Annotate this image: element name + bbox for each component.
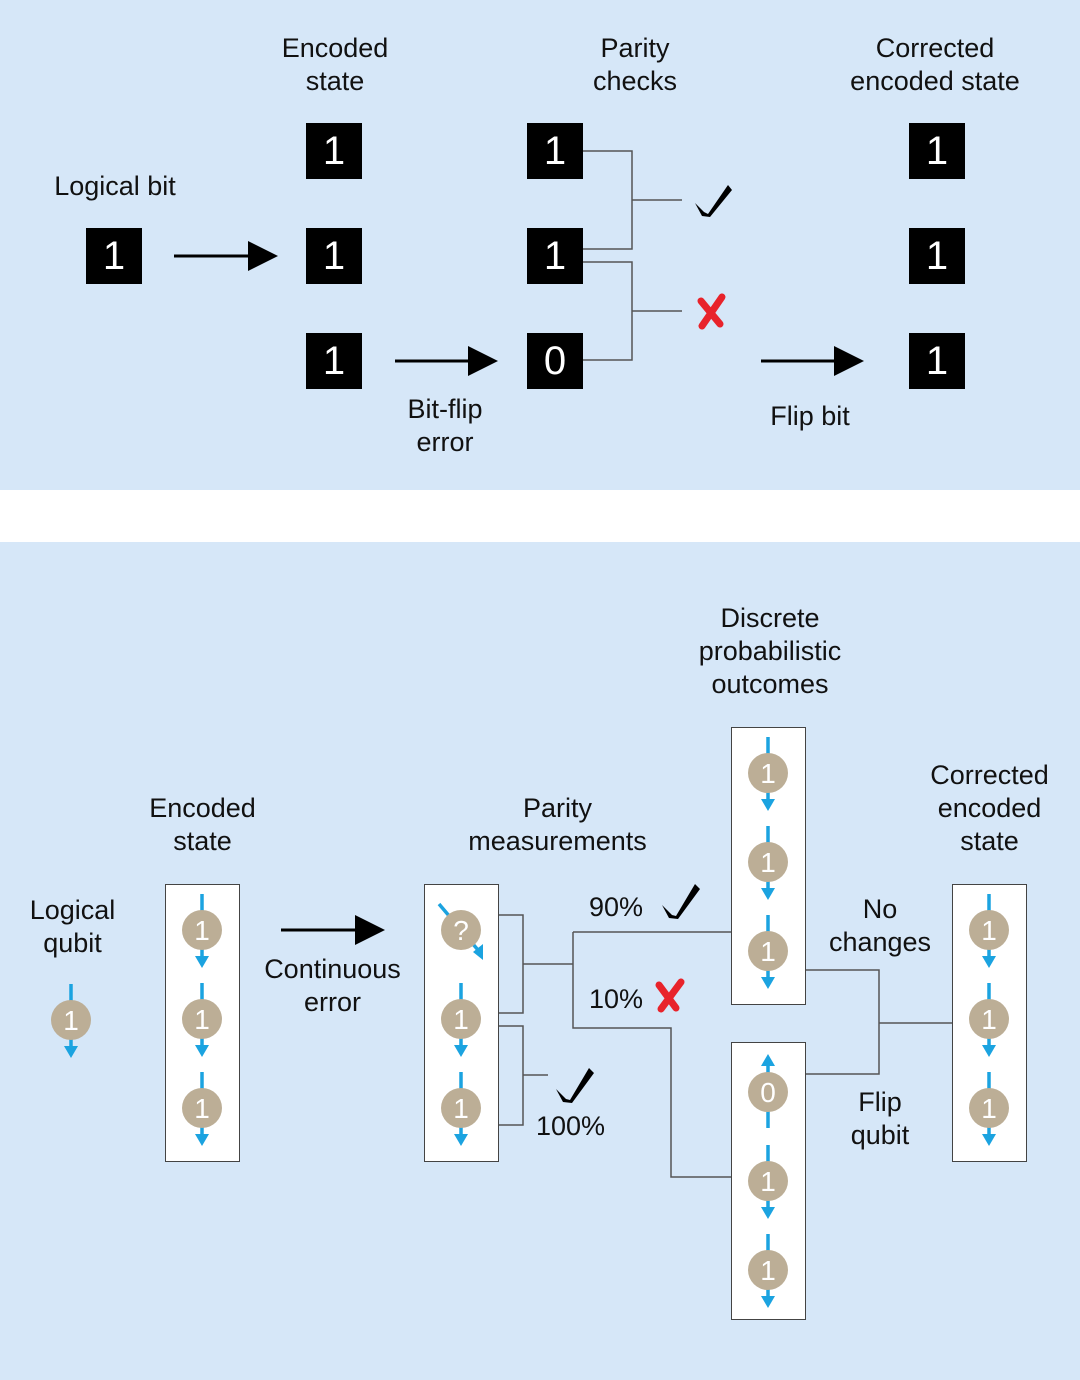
continuous-error-label: Continuous error	[264, 954, 401, 1017]
qubit: 1	[748, 826, 788, 900]
cross-icon-10	[655, 978, 685, 1013]
prob-90: 90%	[589, 892, 644, 922]
encoded-bit: 1	[306, 123, 362, 179]
qubit: 1	[969, 894, 1009, 968]
qubit-value: 1	[453, 1004, 469, 1035]
qubit: ?	[437, 902, 483, 960]
qubit-value: 1	[981, 1004, 997, 1035]
parity-bracket-2	[583, 261, 682, 361]
qubit-value: 1	[981, 1093, 997, 1124]
qubit-value: 1	[760, 758, 776, 789]
qubit: 1	[748, 915, 788, 989]
encoded-bit: 1	[306, 228, 362, 284]
qubit: 1	[441, 983, 481, 1057]
qubit: 0	[748, 1054, 788, 1128]
corrected-state-label: Corrected encoded state	[850, 33, 1020, 96]
encoded-bit: 1	[306, 333, 362, 389]
qubit-value: 0	[760, 1077, 776, 1108]
qubit-value: 1	[194, 915, 210, 946]
qubit: 1	[51, 984, 91, 1058]
check-icon-100	[556, 1068, 594, 1103]
corrected-state-label: Corrected encoded state	[930, 760, 1049, 856]
parity-bracket-1	[583, 150, 682, 250]
qubit: 1	[182, 894, 222, 968]
errored-bit: 0	[527, 333, 583, 389]
qubit-value: 1	[760, 1255, 776, 1286]
quantum-panel: Logical qubit Encoded state Continuous e…	[0, 542, 1080, 1380]
qubit-value: 1	[760, 936, 776, 967]
qubit-value: 1	[760, 847, 776, 878]
qubit: 1	[182, 983, 222, 1057]
check-icon	[695, 185, 732, 217]
no-changes-label: No changes	[828, 894, 932, 957]
flip-qubit-label: Flip qubit	[850, 1087, 910, 1150]
check-icon-90	[662, 884, 700, 919]
qubit-value: 1	[63, 1005, 79, 1036]
qubit: 1	[969, 1072, 1009, 1146]
qubit-value: 1	[453, 1093, 469, 1124]
encoded-state-label: Encoded state	[281, 33, 389, 96]
errored-bit: 1	[527, 228, 583, 284]
parity-bracket-1	[499, 914, 573, 1014]
corrected-bit: 1	[909, 333, 965, 389]
errored-bit: 1	[527, 123, 583, 179]
logical-qubit-label: Logical qubit	[29, 895, 116, 958]
prob-100: 100%	[536, 1111, 606, 1141]
bitflip-error-label: Bit-flip error	[407, 394, 483, 457]
qubit-value: 1	[981, 915, 997, 946]
discrete-outcomes-label: Discrete probabilistic outcomes	[698, 603, 842, 699]
branch-connector	[572, 931, 731, 1178]
qubit-value: 1	[760, 1166, 776, 1197]
quantum-connectors: 1 1 1 1? 1 1 1 1 1 0 1 1 1 1 1	[51, 737, 1009, 1308]
parity-measurements-label: Parity measurements	[468, 793, 647, 856]
cross-icon	[697, 293, 726, 330]
qubit: 1	[969, 983, 1009, 1057]
qubit: 1	[182, 1072, 222, 1146]
corrected-bit: 1	[909, 123, 965, 179]
merge-connector	[806, 969, 952, 1075]
flip-bit-label: Flip bit	[770, 401, 850, 431]
corrected-bit: 1	[909, 228, 965, 284]
classical-panel: Logical bit Encoded state Parity checks …	[0, 0, 1080, 490]
parity-checks-label: Parity checks	[592, 33, 678, 96]
qubit: 1	[748, 737, 788, 811]
qubit-value: 1	[194, 1004, 210, 1035]
logical-bit-label: Logical bit	[54, 171, 176, 201]
qubit: 1	[441, 1072, 481, 1146]
qubit: 1	[748, 1234, 788, 1308]
parity-bracket-2	[499, 1025, 548, 1126]
qubit-value: ?	[453, 915, 469, 946]
qubit: 1	[748, 1145, 788, 1219]
qubit-value: 1	[194, 1093, 210, 1124]
logical-bit: 1	[86, 228, 142, 284]
prob-10: 10%	[589, 984, 644, 1014]
encoded-state-label: Encoded state	[149, 793, 256, 856]
classical-connectors	[174, 150, 864, 376]
